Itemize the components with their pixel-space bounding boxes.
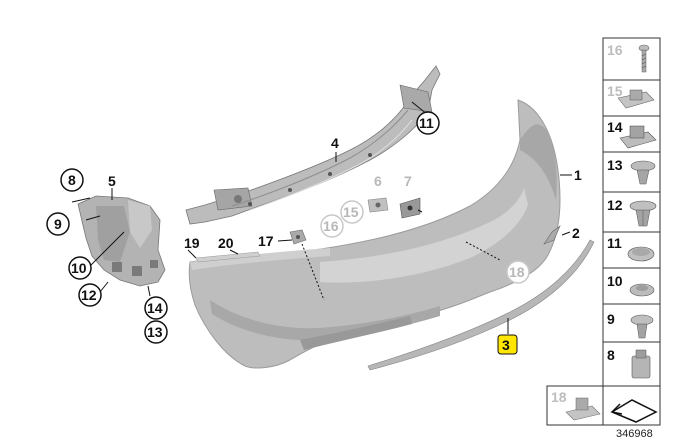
svg-text:13: 13 — [607, 157, 623, 173]
clip-18-icon — [565, 397, 601, 421]
callout-13: 13 — [144, 320, 168, 344]
callout-4: 4 — [331, 135, 339, 151]
callout-7: 7 — [404, 173, 412, 189]
callout-9: 9 — [46, 212, 70, 236]
callout-14: 14 — [144, 296, 168, 320]
svg-text:8: 8 — [607, 347, 615, 363]
expanding-rivet-icon — [629, 200, 657, 227]
svg-text:15: 15 — [343, 204, 359, 220]
callout-12: 12 — [78, 283, 102, 307]
assembly-arrow-icon — [610, 399, 658, 423]
part-18-cell[interactable]: 18 — [551, 389, 601, 421]
part-16-cell[interactable]: 16 — [607, 42, 650, 73]
plug-icon — [627, 246, 655, 262]
svg-text:8: 8 — [68, 172, 76, 188]
callout-8: 8 — [60, 168, 84, 192]
part-8-cell[interactable]: 8 — [607, 347, 651, 379]
bumper-carrier[interactable] — [185, 65, 441, 225]
callout-5: 5 — [108, 173, 116, 189]
svg-text:18: 18 — [509, 264, 525, 280]
part-14-cell[interactable]: 14 — [607, 119, 657, 149]
part-9-cell[interactable]: 9 — [607, 311, 654, 339]
callout-3: 3 — [502, 337, 510, 353]
callout-2: 2 — [572, 225, 580, 241]
callout-17: 17 — [258, 233, 274, 249]
svg-text:16: 16 — [323, 218, 339, 234]
svg-text:11: 11 — [419, 115, 434, 131]
callout-20: 20 — [218, 235, 234, 251]
callout-15: 15 — [340, 200, 364, 224]
svg-text:11: 11 — [607, 235, 622, 251]
callout-16: 16 — [320, 214, 344, 238]
part-10-cell[interactable]: 10 — [607, 273, 655, 297]
callout-1: 1 — [574, 167, 582, 183]
svg-text:12: 12 — [81, 287, 97, 303]
callout-10: 10 — [68, 256, 92, 280]
clip-nut-icon — [631, 349, 651, 379]
clip-7-part[interactable] — [399, 197, 421, 219]
clip-6-part[interactable] — [367, 197, 389, 213]
svg-text:9: 9 — [607, 311, 615, 327]
document-number: 346968 — [616, 428, 653, 440]
svg-text:13: 13 — [147, 324, 163, 340]
svg-text:12: 12 — [607, 197, 623, 213]
svg-text:9: 9 — [54, 216, 62, 232]
leader-lines — [71, 101, 572, 334]
reflector-2-part[interactable] — [543, 225, 561, 245]
svg-text:15: 15 — [607, 83, 623, 99]
spring-clip-icon — [617, 89, 655, 109]
trim-strip-3-part[interactable] — [367, 239, 595, 371]
callout-3-highlight — [497, 334, 518, 355]
part-12-cell[interactable]: 12 — [607, 197, 657, 227]
callout-6: 6 — [374, 173, 382, 189]
rear-bumper-trim-panel[interactable] — [188, 99, 561, 369]
svg-text:10: 10 — [71, 260, 87, 276]
rivet-icon — [630, 314, 654, 339]
screw-icon — [638, 44, 650, 73]
side-bracket[interactable] — [77, 195, 166, 287]
svg-text:14: 14 — [607, 119, 623, 135]
part-15-cell[interactable]: 15 — [607, 83, 655, 109]
svg-text:10: 10 — [607, 273, 623, 289]
callout-18: 18 — [506, 260, 530, 284]
grommet-icon — [629, 283, 655, 297]
svg-text:16: 16 — [607, 42, 623, 58]
part-13-cell[interactable]: 13 — [607, 157, 656, 185]
push-rivet-icon — [630, 160, 656, 185]
callout-11: 11 — [416, 111, 440, 135]
svg-text:18: 18 — [551, 389, 567, 405]
callout-19: 19 — [184, 235, 200, 251]
bracket-clip-icon — [619, 125, 657, 149]
svg-text:14: 14 — [147, 300, 163, 316]
part-11-cell[interactable]: 11 — [607, 235, 655, 262]
grommet-17-part[interactable] — [289, 229, 307, 245]
